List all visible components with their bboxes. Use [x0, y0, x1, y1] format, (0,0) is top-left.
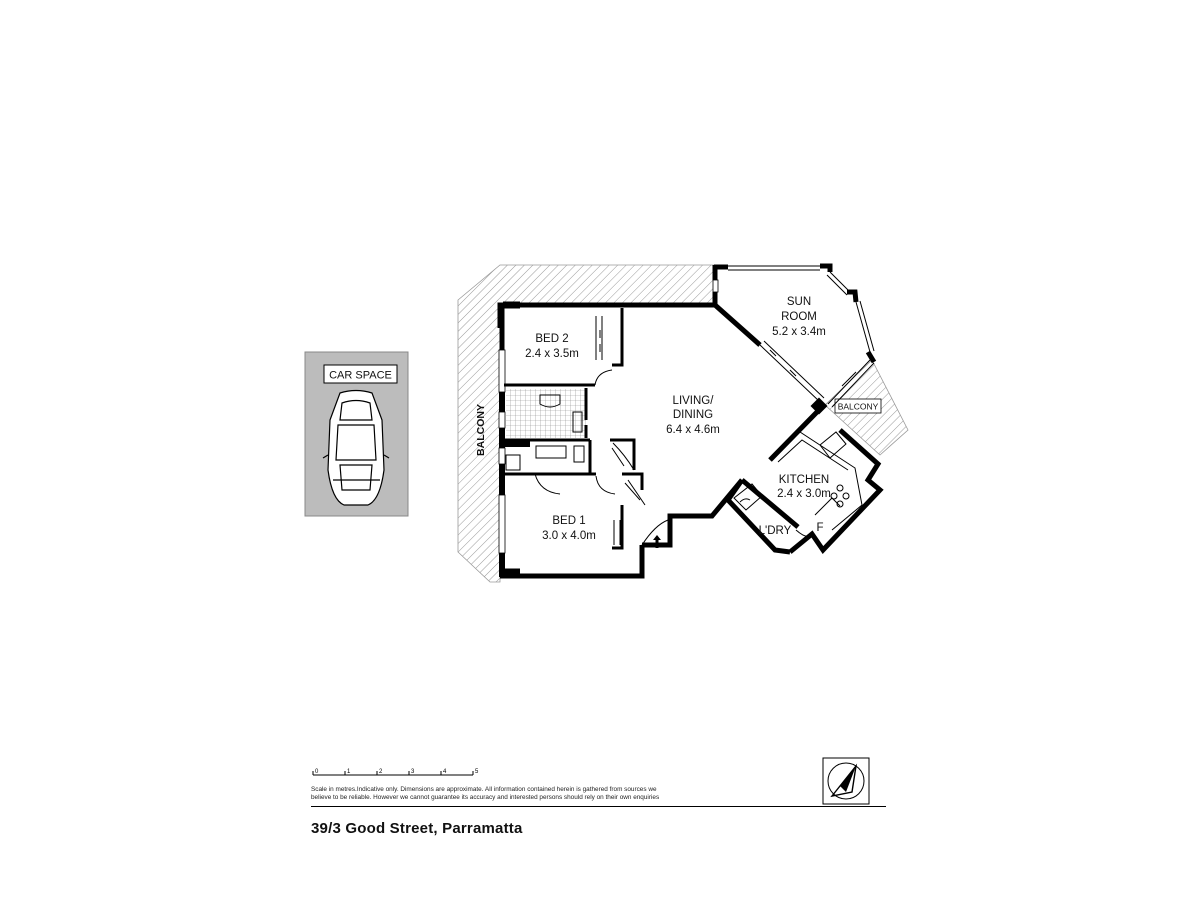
bed1-name: BED 1 [552, 515, 585, 527]
scale-tick-5: 5 [475, 769, 479, 775]
property-address: 39/3 Good Street, Parramatta [311, 820, 523, 837]
disclaimer: Scale in metres.Indicative only. Dimensi… [311, 786, 731, 802]
kitchen-name: KITCHEN [779, 474, 829, 486]
north-arrow-icon [822, 757, 870, 805]
car-space-label: CAR SPACE [329, 370, 392, 382]
walls [497, 263, 884, 579]
car-icon [322, 389, 390, 506]
living-dims: 6.4 x 4.6m [666, 424, 720, 436]
disclaimer-line-1: Scale in metres.Indicative only. Dimensi… [311, 786, 657, 793]
sunroom-dims: 5.2 x 3.4m [772, 326, 826, 338]
footer-divider [311, 806, 886, 807]
living-name-line1: LIVING/ [673, 395, 715, 407]
scale-tick-2: 2 [379, 769, 383, 775]
fridge-label: F [816, 522, 823, 534]
kitchen-dims: 2.4 x 3.0m [777, 488, 831, 500]
bed2-name: BED 2 [535, 333, 568, 345]
disclaimer-line-2: believe to be reliable. However we canno… [311, 794, 660, 801]
bed2-dims: 2.4 x 3.5m [525, 348, 579, 360]
sunroom-name-line1: SUN [787, 296, 811, 308]
scale-tick-3: 3 [411, 769, 415, 775]
balcony-east-label: BALCONY [838, 402, 879, 412]
scale-bar: 0 1 2 3 4 5 [312, 769, 479, 776]
sunroom-name-line2: ROOM [781, 311, 817, 323]
balcony-west-label: BALCONY [475, 404, 487, 456]
bed1-dims: 3.0 x 4.0m [542, 530, 596, 542]
living-name-line2: DINING [673, 409, 713, 421]
scale-tick-1: 1 [347, 769, 351, 775]
scale-tick-0: 0 [315, 769, 319, 775]
laundry-label: L'DRY [759, 525, 792, 537]
scale-tick-4: 4 [443, 769, 447, 775]
car-space: CAR SPACE [304, 351, 409, 517]
